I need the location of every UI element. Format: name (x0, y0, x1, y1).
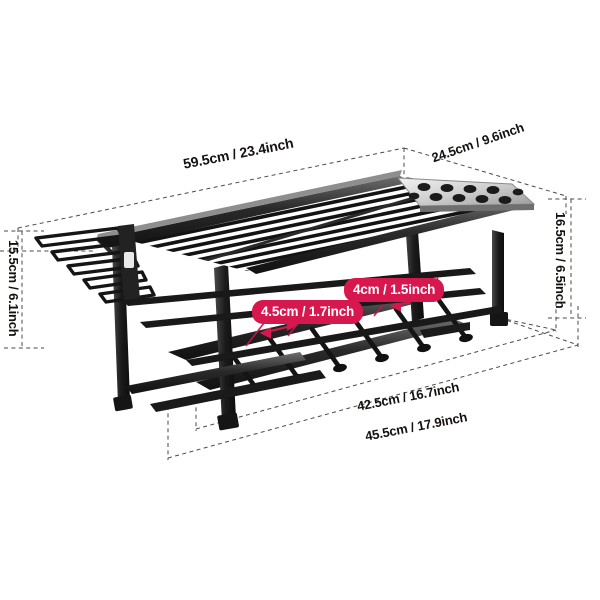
front-bottom-rail-2 (150, 370, 326, 412)
lower-rail-front (168, 290, 446, 360)
badge-slot-lower: 4.5cm / 1.7inch (252, 300, 364, 324)
plate-holes (408, 183, 524, 204)
mid-bar-3 (186, 306, 504, 366)
hook-3 (66, 256, 140, 276)
guide-bottom-inner (195, 329, 557, 430)
top-back-rail (246, 199, 534, 274)
leg-front-mid (214, 264, 236, 423)
leg-cap-far-right (490, 312, 508, 326)
guide-top-depth (403, 147, 567, 197)
leg-cap-front-left (113, 394, 133, 412)
top-front-rail-highlight (96, 170, 402, 240)
top-front-rail (96, 176, 412, 248)
guide-corner-connect-inner (499, 317, 557, 331)
plate-lip (420, 204, 534, 212)
foot-bracket (420, 322, 470, 338)
front-bottom-frame (126, 352, 326, 412)
mid-bar-1 (122, 268, 476, 306)
guide-corner-connect (499, 317, 579, 346)
dim-right-height: 16.5cm / 6.5inch (553, 212, 568, 309)
guide-lines (0, 147, 586, 460)
hook-bracket (118, 224, 140, 303)
dim-left-height: 15.5cm / 6.1inch (6, 240, 21, 337)
guide-top-width (17, 147, 405, 229)
front-bottom-rail (126, 352, 306, 394)
leg-cap-front-mid (217, 412, 239, 431)
perforated-tool-plate (396, 177, 536, 212)
leg-far-right (492, 230, 504, 322)
badge-slot-upper: 4cm / 1.5inch (344, 278, 445, 302)
